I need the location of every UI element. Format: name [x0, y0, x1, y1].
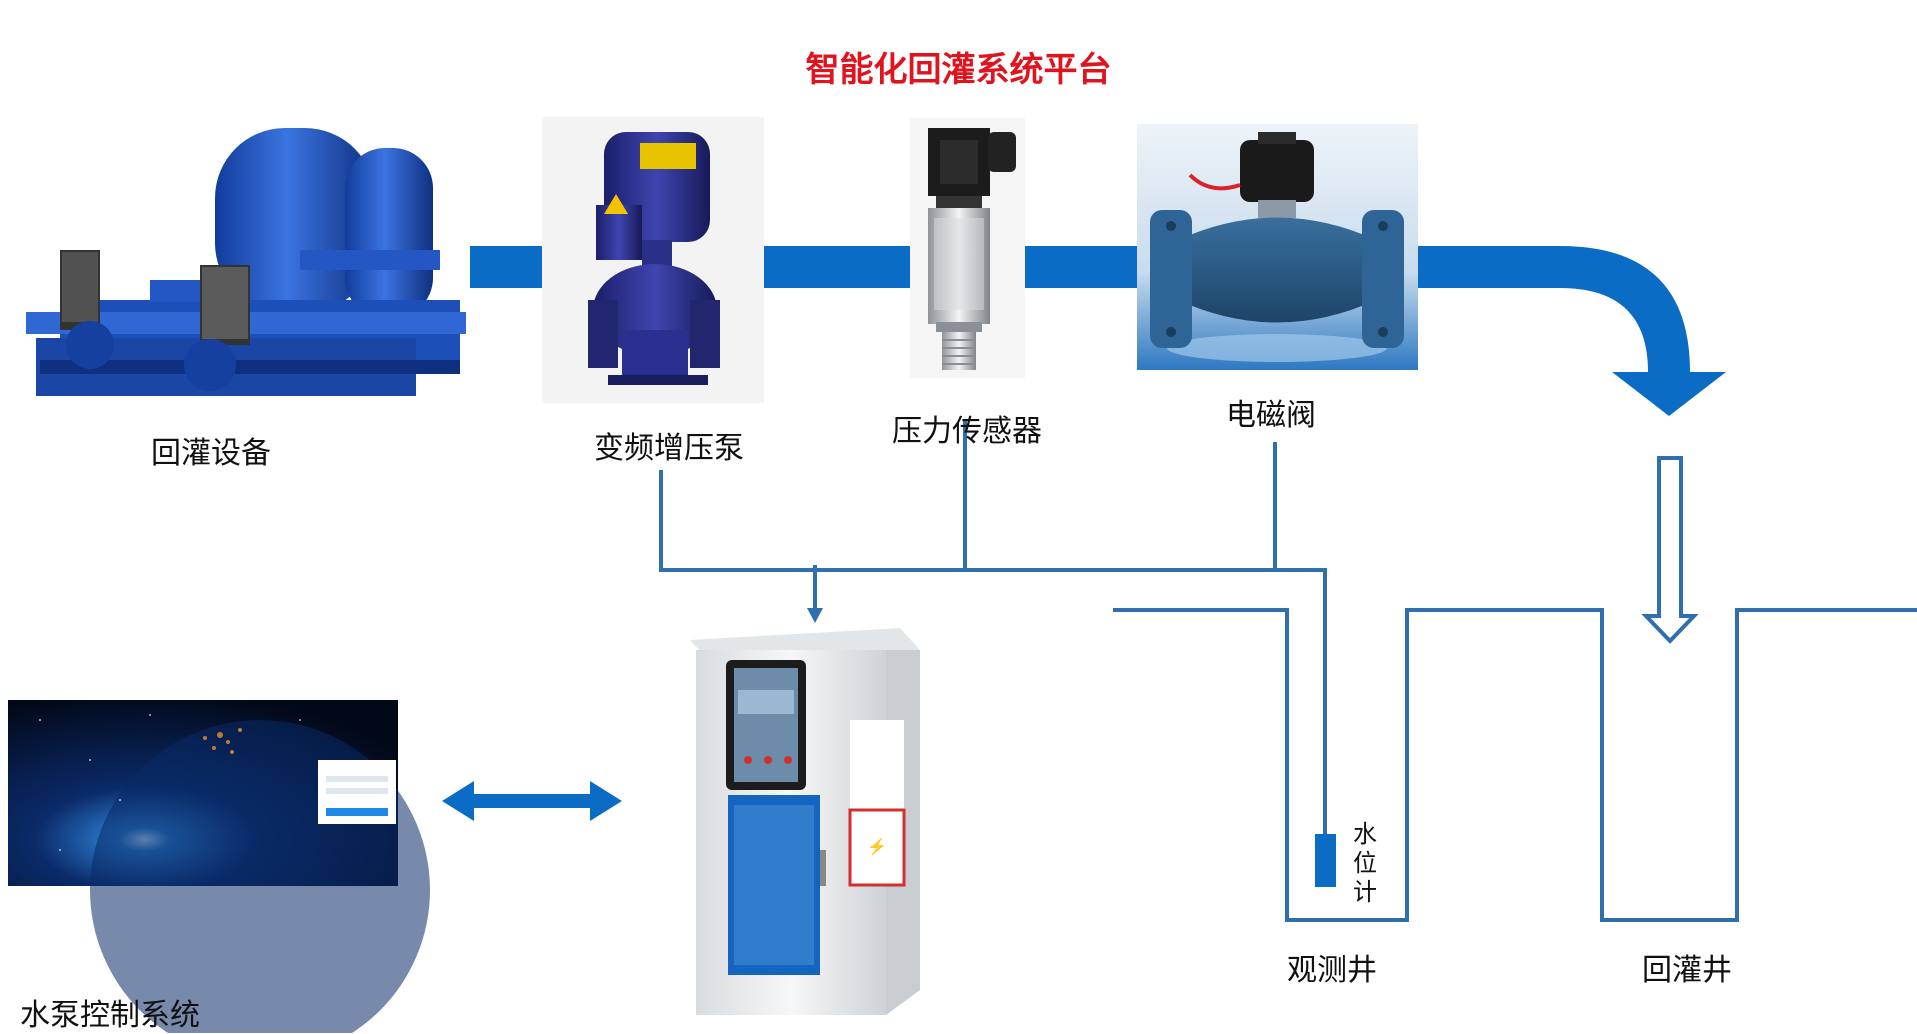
- label-observation-well: 观测井: [1287, 953, 1377, 988]
- diagram-title: 智能化回灌系统平台: [805, 50, 1112, 90]
- label-solenoid-valve: 电磁阀: [1226, 398, 1316, 433]
- ground-and-wells: [1113, 608, 1917, 922]
- control-system-screen-image: [8, 700, 430, 1033]
- label-control-system: 水泵控制系统: [20, 998, 200, 1033]
- meter-char-3: 计: [1353, 878, 1377, 906]
- bidirectional-arrow-icon: [442, 781, 622, 821]
- signal-wires: [659, 420, 1327, 835]
- label-recharge-well: 回灌井: [1642, 953, 1732, 988]
- svg-text:⚡: ⚡: [867, 837, 887, 856]
- meter-char-1: 水: [1353, 820, 1377, 848]
- booster-pump-image: [542, 117, 764, 403]
- main-pipe: [466, 246, 1726, 416]
- solenoid-valve-image: [1137, 124, 1418, 370]
- inflow-arrow: [1641, 456, 1699, 644]
- water-level-meter: [1315, 834, 1336, 887]
- label-booster-pump: 变频增压泵: [594, 431, 744, 466]
- wire-arrowhead: [807, 608, 823, 623]
- pressure-sensor-image: [910, 118, 1025, 378]
- control-cabinet-image: ⚡: [690, 628, 920, 1015]
- label-water-level-meter: 水 位 计: [1350, 820, 1380, 907]
- recharge-equipment-image: [25, 120, 470, 405]
- meter-char-2: 位: [1353, 849, 1377, 877]
- label-recharge-equipment: 回灌设备: [151, 436, 271, 471]
- label-pressure-sensor: 压力传感器: [892, 414, 1042, 449]
